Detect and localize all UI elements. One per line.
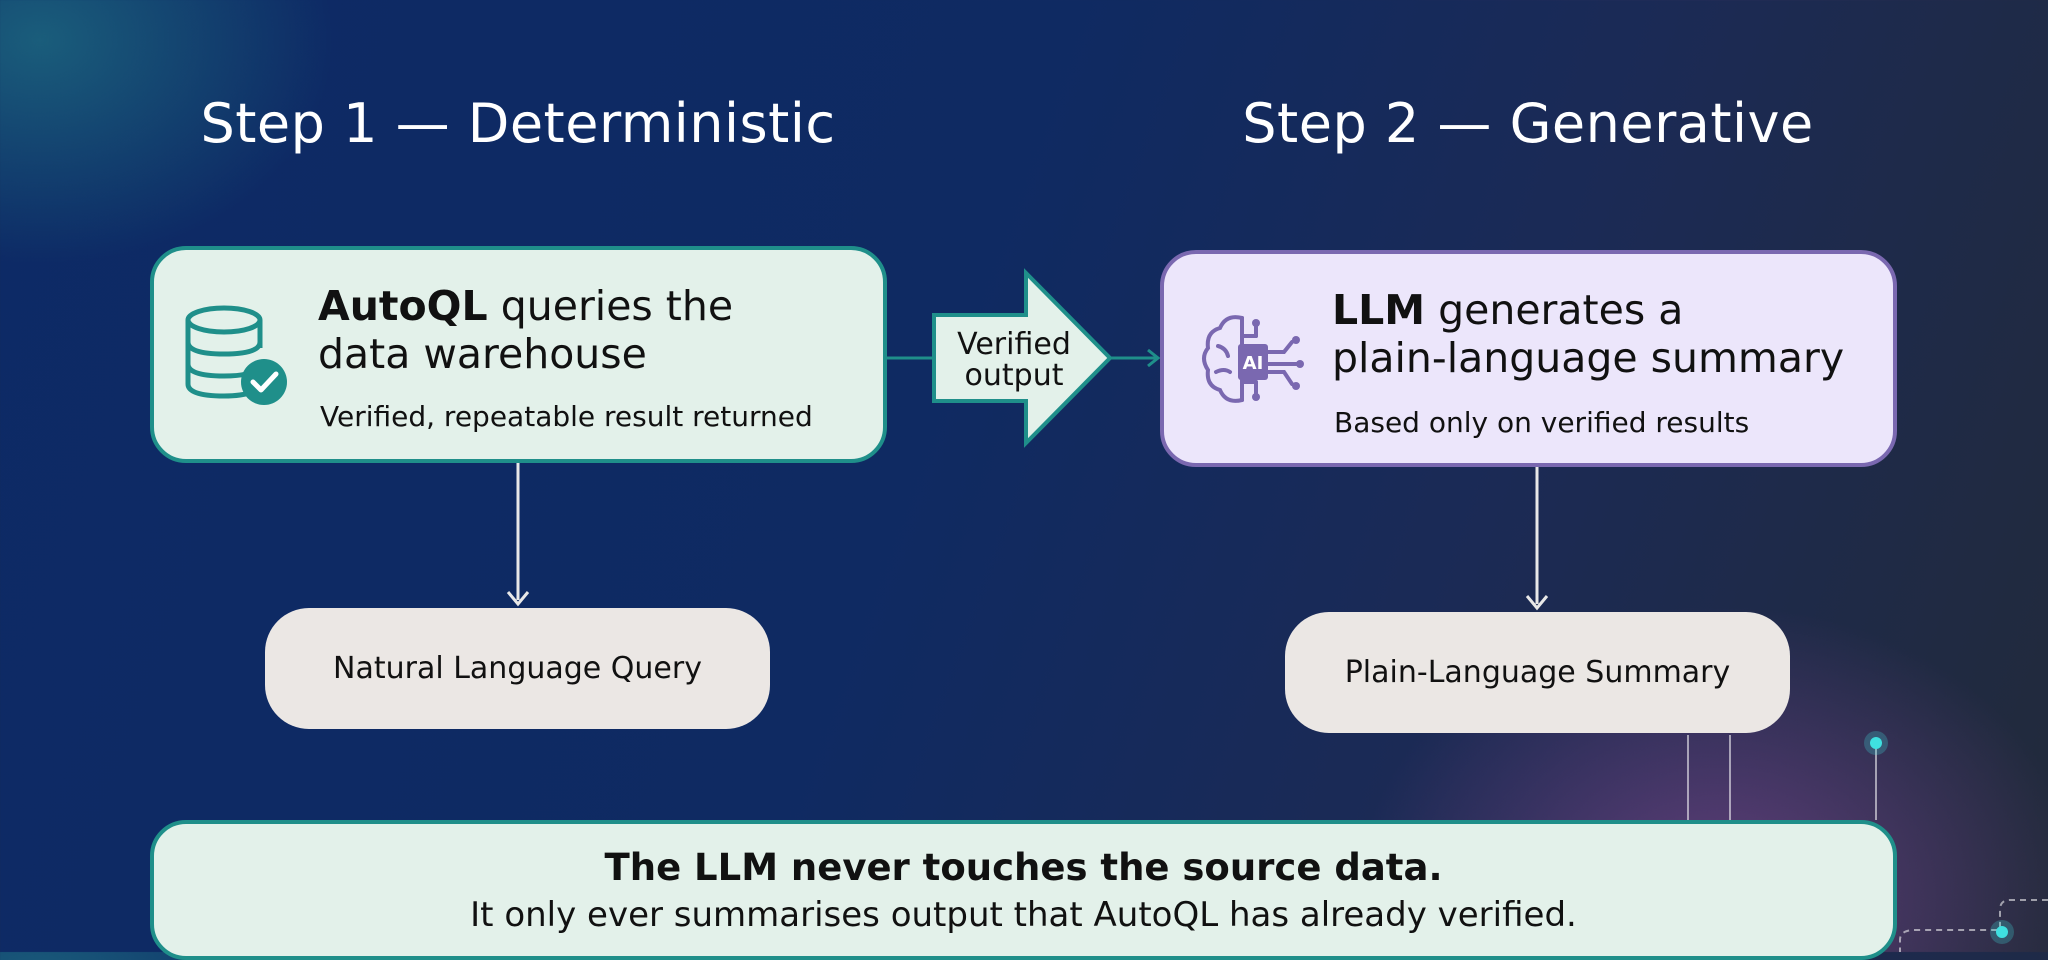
autoql-name: AutoQL (318, 282, 488, 330)
database-check-icon (182, 302, 292, 412)
connector-arrowhead (1147, 348, 1161, 368)
circuit-decoration (1687, 731, 2048, 952)
ai-brain-icon: AI (1198, 306, 1308, 416)
step1-card-title: AutoQL queries the data warehouse (318, 282, 733, 378)
verified-output-label-line2: output (964, 358, 1064, 393)
banner-sub-text: It only ever summarises output that Auto… (470, 895, 1577, 935)
verified-output-arrow (932, 268, 1113, 448)
step1-down-arrowhead (506, 591, 530, 607)
step2-card-subtitle: Based only on verified results (1334, 406, 1750, 439)
verified-output-label-line1: Verified (957, 327, 1071, 362)
step2-card-title: LLM generates a plain-language summary (1332, 286, 1844, 382)
step1-heading: Step 1 — Deterministic (200, 92, 836, 155)
step1-title-line2: data warehouse (318, 330, 647, 378)
plain-language-summary-pill: Plain-Language Summary (1285, 612, 1790, 733)
key-message-banner: The LLM never touches the source data. I… (150, 820, 1897, 960)
step2-title-line2: plain-language summary (1332, 334, 1845, 382)
ai-chip-text: AI (1243, 353, 1264, 374)
step2-title-rest: generates a (1425, 286, 1684, 334)
verified-output-label: Verified output (957, 329, 1071, 391)
step1-title-rest: queries the (487, 282, 734, 330)
step2-heading: Step 2 — Generative (1242, 92, 1814, 155)
step1-card: AutoQL queries the data warehouse Verifi… (150, 246, 887, 463)
llm-name: LLM (1332, 286, 1426, 334)
step2-down-arrowhead (1525, 595, 1549, 611)
natural-language-query-pill: Natural Language Query (265, 608, 770, 729)
banner-main-text: The LLM never touches the source data. (604, 846, 1443, 889)
step1-card-subtitle: Verified, repeatable result returned (320, 400, 813, 433)
step2-card: AI LLM generates a plain-language summar… (1160, 250, 1897, 467)
